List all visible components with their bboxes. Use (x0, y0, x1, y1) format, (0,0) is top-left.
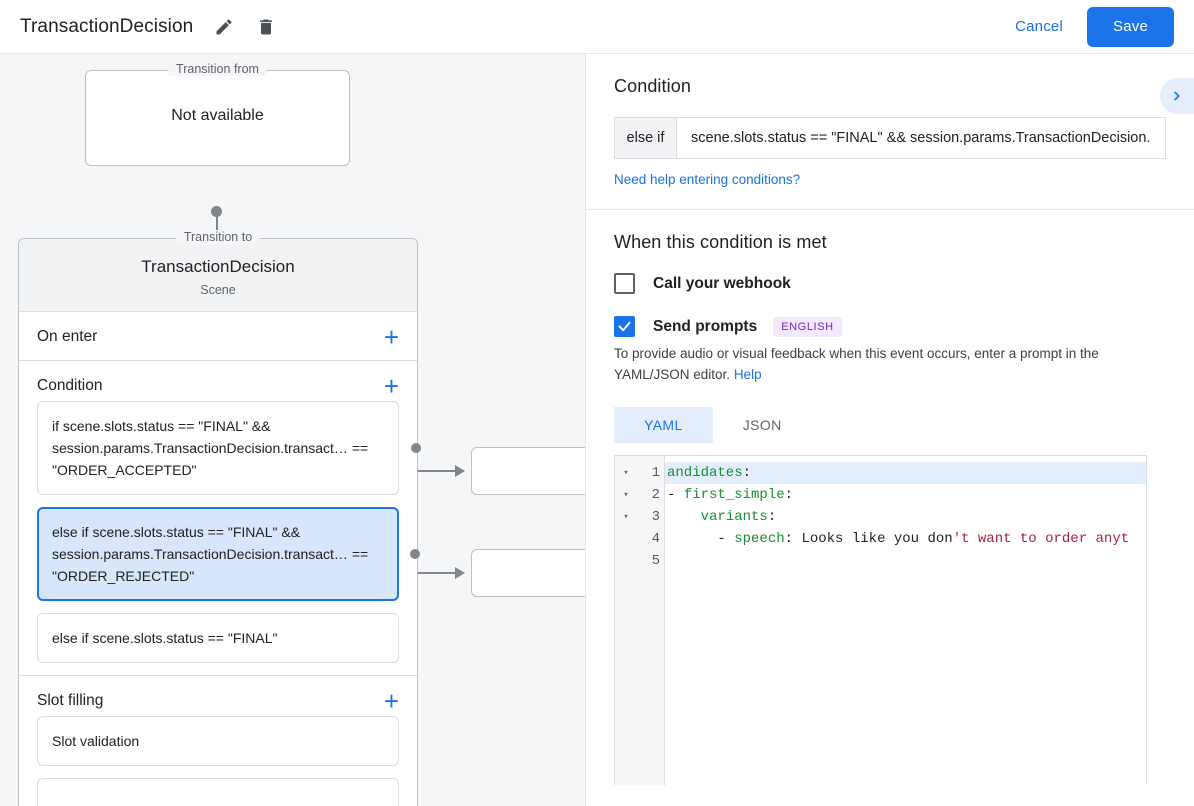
editor-line-number: 1 (651, 465, 660, 481)
section-slot-filling-header[interactable]: Slot filling + (19, 676, 417, 716)
trash-icon[interactable] (251, 12, 281, 42)
slot-validation-text: Slot validation (52, 733, 140, 749)
tab-yaml[interactable]: YAML (614, 407, 713, 443)
section-condition-header[interactable]: Condition + (19, 361, 417, 401)
editor-line-number: 3 (651, 509, 660, 525)
add-slot-filling-icon[interactable]: + (383, 686, 399, 716)
page-title: TransactionDecision (20, 15, 194, 37)
condition-item-text: if scene.slots.status == "FINAL" && sess… (52, 418, 369, 478)
fold-toggle-icon[interactable]: ▾ (623, 468, 629, 478)
section-condition-title: Condition (37, 377, 103, 394)
editor-line-number: 4 (651, 531, 660, 547)
target-box-rejected[interactable] (471, 549, 585, 597)
panel-actions-heading: When this condition is met (614, 232, 827, 252)
details-panel: Condition else if Need help entering con… (585, 54, 1194, 806)
save-button[interactable]: Save (1087, 6, 1174, 47)
section-on-enter-header[interactable]: On enter + (19, 312, 417, 360)
condition-item-final[interactable]: else if scene.slots.status == "FINAL" (37, 613, 399, 663)
editor-fold-gutter[interactable]: ▾ ▾ ▾ (615, 456, 637, 785)
condition-help-link[interactable]: Need help entering conditions? (614, 172, 801, 187)
add-on-enter-icon[interactable]: + (383, 322, 399, 352)
tab-json[interactable]: JSON (742, 417, 782, 433)
call-webhook-label: Call your webhook (653, 274, 791, 292)
transition-from-legend: Transition from (168, 62, 267, 76)
edge-accepted (401, 470, 461, 472)
call-webhook-checkbox[interactable] (614, 273, 635, 294)
pencil-icon[interactable] (209, 12, 239, 42)
send-prompts-option-row: Send prompts ENGLISH (614, 316, 1166, 337)
transition-from-value: Not available (171, 107, 264, 124)
yaml-editor[interactable]: ▾ ▾ ▾ 1 2 3 4 5 andidates: - first_simple: vari… (614, 455, 1147, 785)
slot-filling-item-partial[interactable] (37, 778, 399, 806)
section-condition: Condition + if scene.slots.status == "FI… (19, 361, 421, 676)
fold-toggle-icon[interactable]: ▾ (623, 490, 629, 500)
cancel-button[interactable]: Cancel (1001, 10, 1077, 43)
scene-title: TransactionDecision (141, 257, 295, 276)
condition-item-accepted[interactable]: if scene.slots.status == "FINAL" && sess… (37, 401, 421, 495)
webhook-option-row: Call your webhook (614, 273, 1166, 294)
editor-line[interactable]: andidates: (665, 462, 1146, 484)
title-actions (209, 12, 281, 42)
flow-canvas: Transition from Not available Transition… (0, 54, 585, 806)
edge-accepted-arrow (455, 465, 465, 477)
send-prompts-label: Send prompts (653, 317, 758, 335)
condition-prefix-label: else if (614, 117, 676, 159)
slot-validation-item[interactable]: Slot validation (37, 716, 399, 766)
edge-rejected-arrow (455, 567, 465, 579)
editor-code-area[interactable]: andidates: - first_simple: variants: - sp… (665, 456, 1146, 785)
panel-condition-heading: Condition (614, 76, 691, 96)
prompts-description: To provide audio or visual feedback when… (614, 343, 1166, 385)
editor-line[interactable]: - speech: Looks like you don't want to o… (667, 531, 1130, 547)
add-condition-icon[interactable]: + (383, 371, 399, 401)
condition-item-rejected[interactable]: else if scene.slots.status == "FINAL" &&… (37, 507, 420, 601)
editor-line[interactable]: variants: (700, 509, 777, 525)
section-on-enter-title: On enter (37, 328, 98, 345)
chevron-right-icon[interactable] (1160, 78, 1194, 114)
transition-to-legend: Transition to (175, 230, 261, 244)
transition-from-box: Transition from Not available (85, 62, 350, 166)
section-on-enter: On enter + (19, 312, 417, 361)
fold-toggle-icon[interactable] (615, 550, 637, 572)
editor-line[interactable]: - first_simple: (667, 487, 794, 503)
editor-line-number-gutter: 1 2 3 4 5 (637, 456, 665, 785)
prompts-description-text: To provide audio or visual feedback when… (614, 346, 1099, 382)
send-prompts-checkbox[interactable] (614, 316, 635, 337)
fold-toggle-icon[interactable]: ▾ (623, 512, 629, 522)
editor-line-number: 2 (651, 487, 660, 503)
editor-line[interactable] (665, 550, 1146, 572)
section-slot-filling-title: Slot filling (37, 692, 104, 709)
scene-card: Transition to TransactionDecision Scene … (18, 230, 421, 806)
scene-subtitle: Scene (200, 283, 236, 297)
condition-editor-row: else if (614, 117, 1166, 159)
condition-item-anchor-dot (411, 443, 421, 453)
edge-rejected (401, 572, 461, 574)
fold-toggle-icon[interactable] (615, 528, 637, 550)
section-slot-filling: Slot filling + Slot validation (19, 676, 417, 806)
panel-actions-section: When this condition is met Call your web… (586, 210, 1194, 805)
prompts-help-link[interactable]: Help (733, 367, 762, 382)
panel-condition-section: Condition else if Need help entering con… (586, 54, 1194, 210)
scene-header[interactable]: Transition to TransactionDecision Scene (19, 230, 417, 312)
editor-line-number: 5 (651, 553, 660, 569)
condition-item-text: else if scene.slots.status == "FINAL" (52, 630, 278, 646)
condition-item-text: else if scene.slots.status == "FINAL" &&… (52, 524, 369, 584)
target-box-accepted[interactable] (471, 447, 585, 495)
language-badge: ENGLISH (773, 316, 842, 337)
top-bar: TransactionDecision Cancel Save (0, 0, 1194, 54)
condition-input[interactable] (676, 117, 1166, 159)
editor-format-tabs: YAML JSON (614, 407, 1166, 443)
condition-item-anchor-dot (410, 549, 420, 559)
